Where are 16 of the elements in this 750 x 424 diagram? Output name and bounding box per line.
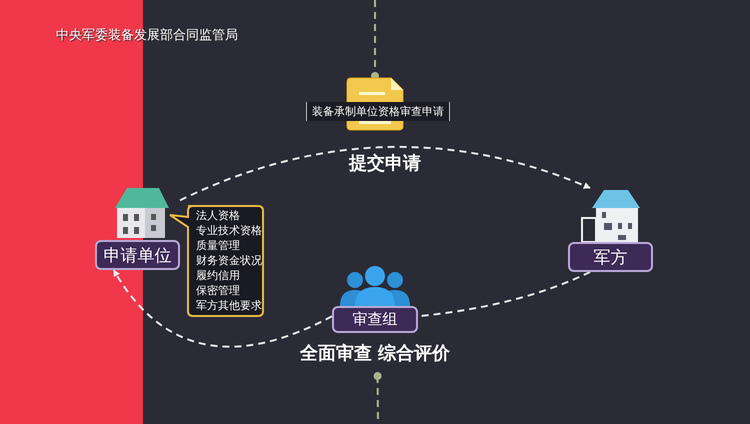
arrow — [112, 269, 332, 348]
list-item: 履约信用 — [196, 269, 240, 283]
caption-text: 全面审查 综合评价 — [300, 342, 450, 365]
list-item: 法人资格 — [196, 209, 240, 223]
list-item: 财务资金状况 — [196, 254, 262, 268]
list-item: 专业技术资格 — [196, 224, 262, 238]
list-item: 质量管理 — [196, 239, 240, 253]
label-box: 申请单位 — [95, 240, 180, 270]
connector-line — [371, 0, 379, 80]
arrow — [180, 146, 591, 202]
list-item: 军方其他要求 — [196, 299, 262, 313]
label-box: 军方 — [568, 242, 653, 272]
label-box: 审查组 — [332, 306, 418, 333]
document-label: 装备承制单位资格审查申请 — [306, 102, 450, 121]
list-item: 保密管理 — [196, 284, 240, 298]
edge-label: 提交申请 — [346, 151, 424, 175]
